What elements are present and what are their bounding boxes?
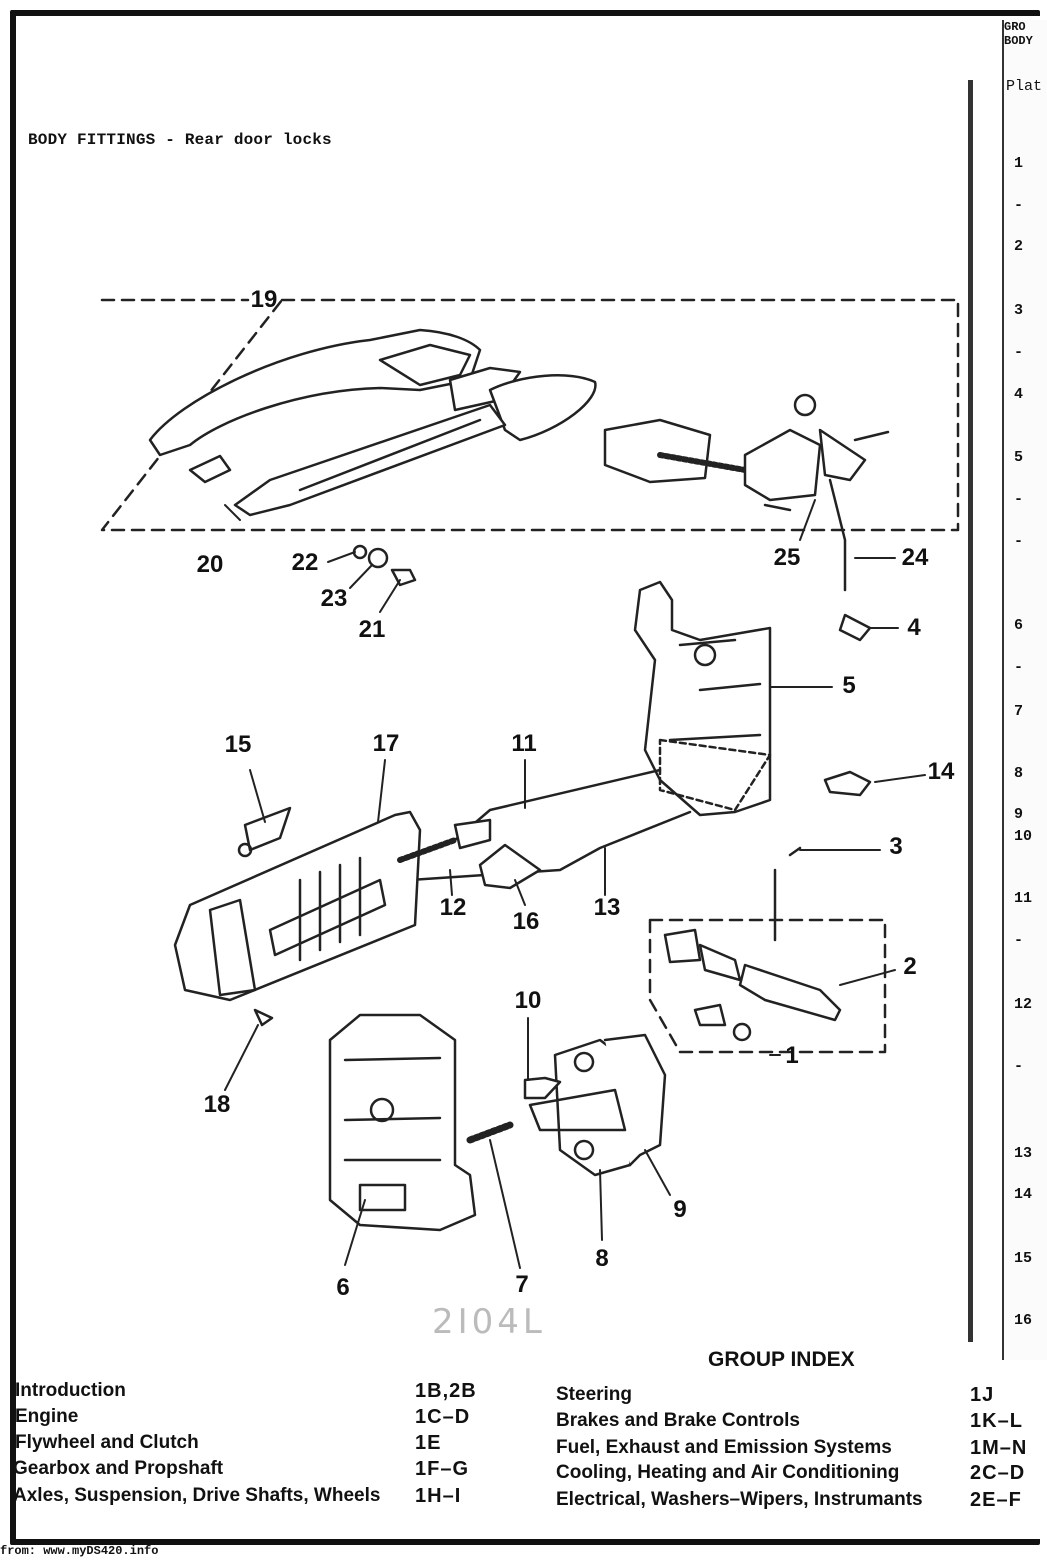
callout-5: 5 [842,672,856,699]
latch-drawing [328,1013,477,1232]
side-tab-item: 15 [1014,1250,1033,1267]
group-index-left-label: Flywheel and Clutch [15,1432,199,1453]
callout-4: 4 [907,614,921,641]
callout-7: 7 [515,1271,529,1298]
callout-8: 8 [595,1245,609,1272]
side-index-tab [1002,20,1047,1360]
side-tab-item: - [1014,491,1024,508]
side-tab-head: GRO BODY [1004,20,1033,48]
side-tab-item: 5 [1014,449,1024,466]
callout-18: 18 [203,1091,231,1118]
group-index-title: GROUP INDEX [708,1348,855,1371]
callout-17: 17 [372,730,400,757]
side-tab-item: 7 [1014,703,1024,720]
group-index-right-label: Brakes and Brake Controls [556,1410,800,1431]
callout-1: 1 [785,1042,799,1069]
striker-drawing [466,1033,667,1177]
exploded-diagram [100,298,960,1269]
side-tab-item: 16 [1014,1312,1033,1329]
group-index-left-code: 1H–I [415,1485,462,1507]
group-index-left-code: 1C–D [415,1406,471,1428]
lock-barrel-drawing [663,846,842,1042]
interior-handle-drawing [173,806,542,1027]
side-tab-item: - [1014,197,1024,214]
side-tab-item: 6 [1014,617,1024,634]
group-index-right-label: Cooling, Heating and Air Conditioning [556,1462,900,1483]
group-index-left-code: 1B,2B [415,1380,477,1402]
callout-15: 15 [224,731,252,758]
group-index-left-code: 1E [415,1432,442,1454]
side-tab-item: - [1014,344,1024,361]
page-frame [10,10,1040,1545]
lock-body-drawing [633,580,872,817]
callout-3: 3 [889,833,903,860]
group-index-right-code: 2E–F [970,1489,1022,1511]
group-index-left-label: Gearbox and Propshaft [13,1458,224,1479]
dashed-box-1 [648,918,887,1054]
side-tab-item: 12 [1014,996,1033,1013]
side-tab-item: - [1014,932,1024,949]
callout-20: 20 [196,551,224,578]
callout-11: 11 [511,730,537,757]
group-index-right-code: 1M–N [970,1437,1028,1459]
group-index-right-code: 1K–L [970,1410,1023,1432]
callout-23: 23 [320,585,348,612]
group-index-left-label: Introduction [15,1380,126,1401]
callout-9: 9 [673,1196,687,1223]
side-tab-item: - [1014,533,1024,550]
callout-16: 16 [512,908,540,935]
callout-25: 25 [773,544,801,571]
callout-14: 14 [927,758,955,785]
side-tab-item: 2 [1014,238,1024,255]
callout-22: 22 [291,549,319,576]
push-button-drawing [603,393,890,592]
side-tab-item: 4 [1014,386,1024,403]
side-tab-item: 8 [1014,765,1024,782]
callout-10: 10 [514,987,542,1014]
callout-13: 13 [593,894,621,921]
callout-2: 2 [903,953,917,980]
group-index-right-label: Fuel, Exhaust and Emission Systems [556,1437,892,1458]
callout-24: 24 [901,544,929,571]
callout-21: 21 [358,616,386,643]
side-tab-item: 14 [1014,1186,1033,1203]
side-tab-item: 11 [1014,890,1033,907]
group-index-right-label: Steering [556,1384,633,1405]
group-index-left-code: 1F–G [415,1458,470,1480]
plate-area [20,80,973,1342]
group-index-right-label: Electrical, Washers–Wipers, Instrumants [556,1489,923,1510]
source-footer: from: www.myDS420.info [0,1544,159,1558]
side-tab-item: - [1014,659,1024,676]
handwritten-stamp: 2I04L [432,1302,546,1342]
callout-12: 12 [439,894,467,921]
side-tab-item: 10 [1014,828,1033,845]
group-index-right-code: 1J [970,1384,995,1406]
callout-19: 19 [250,286,278,313]
side-tab-item: - [1014,1058,1024,1075]
group-index-left-label: Engine [15,1406,79,1427]
plate-title: BODY FITTINGS - Rear door locks [28,131,332,149]
side-tab-head-1: GRO [1004,20,1026,34]
side-tab-item: 3 [1014,302,1024,319]
side-tab-item: 13 [1014,1145,1033,1162]
side-tab-item: 9 [1014,806,1024,823]
rod-13 [408,810,692,882]
group-index-left-label: Axles, Suspension, Drive Shafts, Wheels [13,1485,381,1506]
side-tab-plate-label: Plat [1006,78,1043,95]
callout-6: 6 [336,1274,350,1301]
side-tab-item: 1 [1014,155,1024,172]
group-index-right-code: 2C–D [970,1462,1026,1484]
exterior-handle-drawing [148,328,597,517]
side-tab-head-2: BODY [1004,34,1033,48]
